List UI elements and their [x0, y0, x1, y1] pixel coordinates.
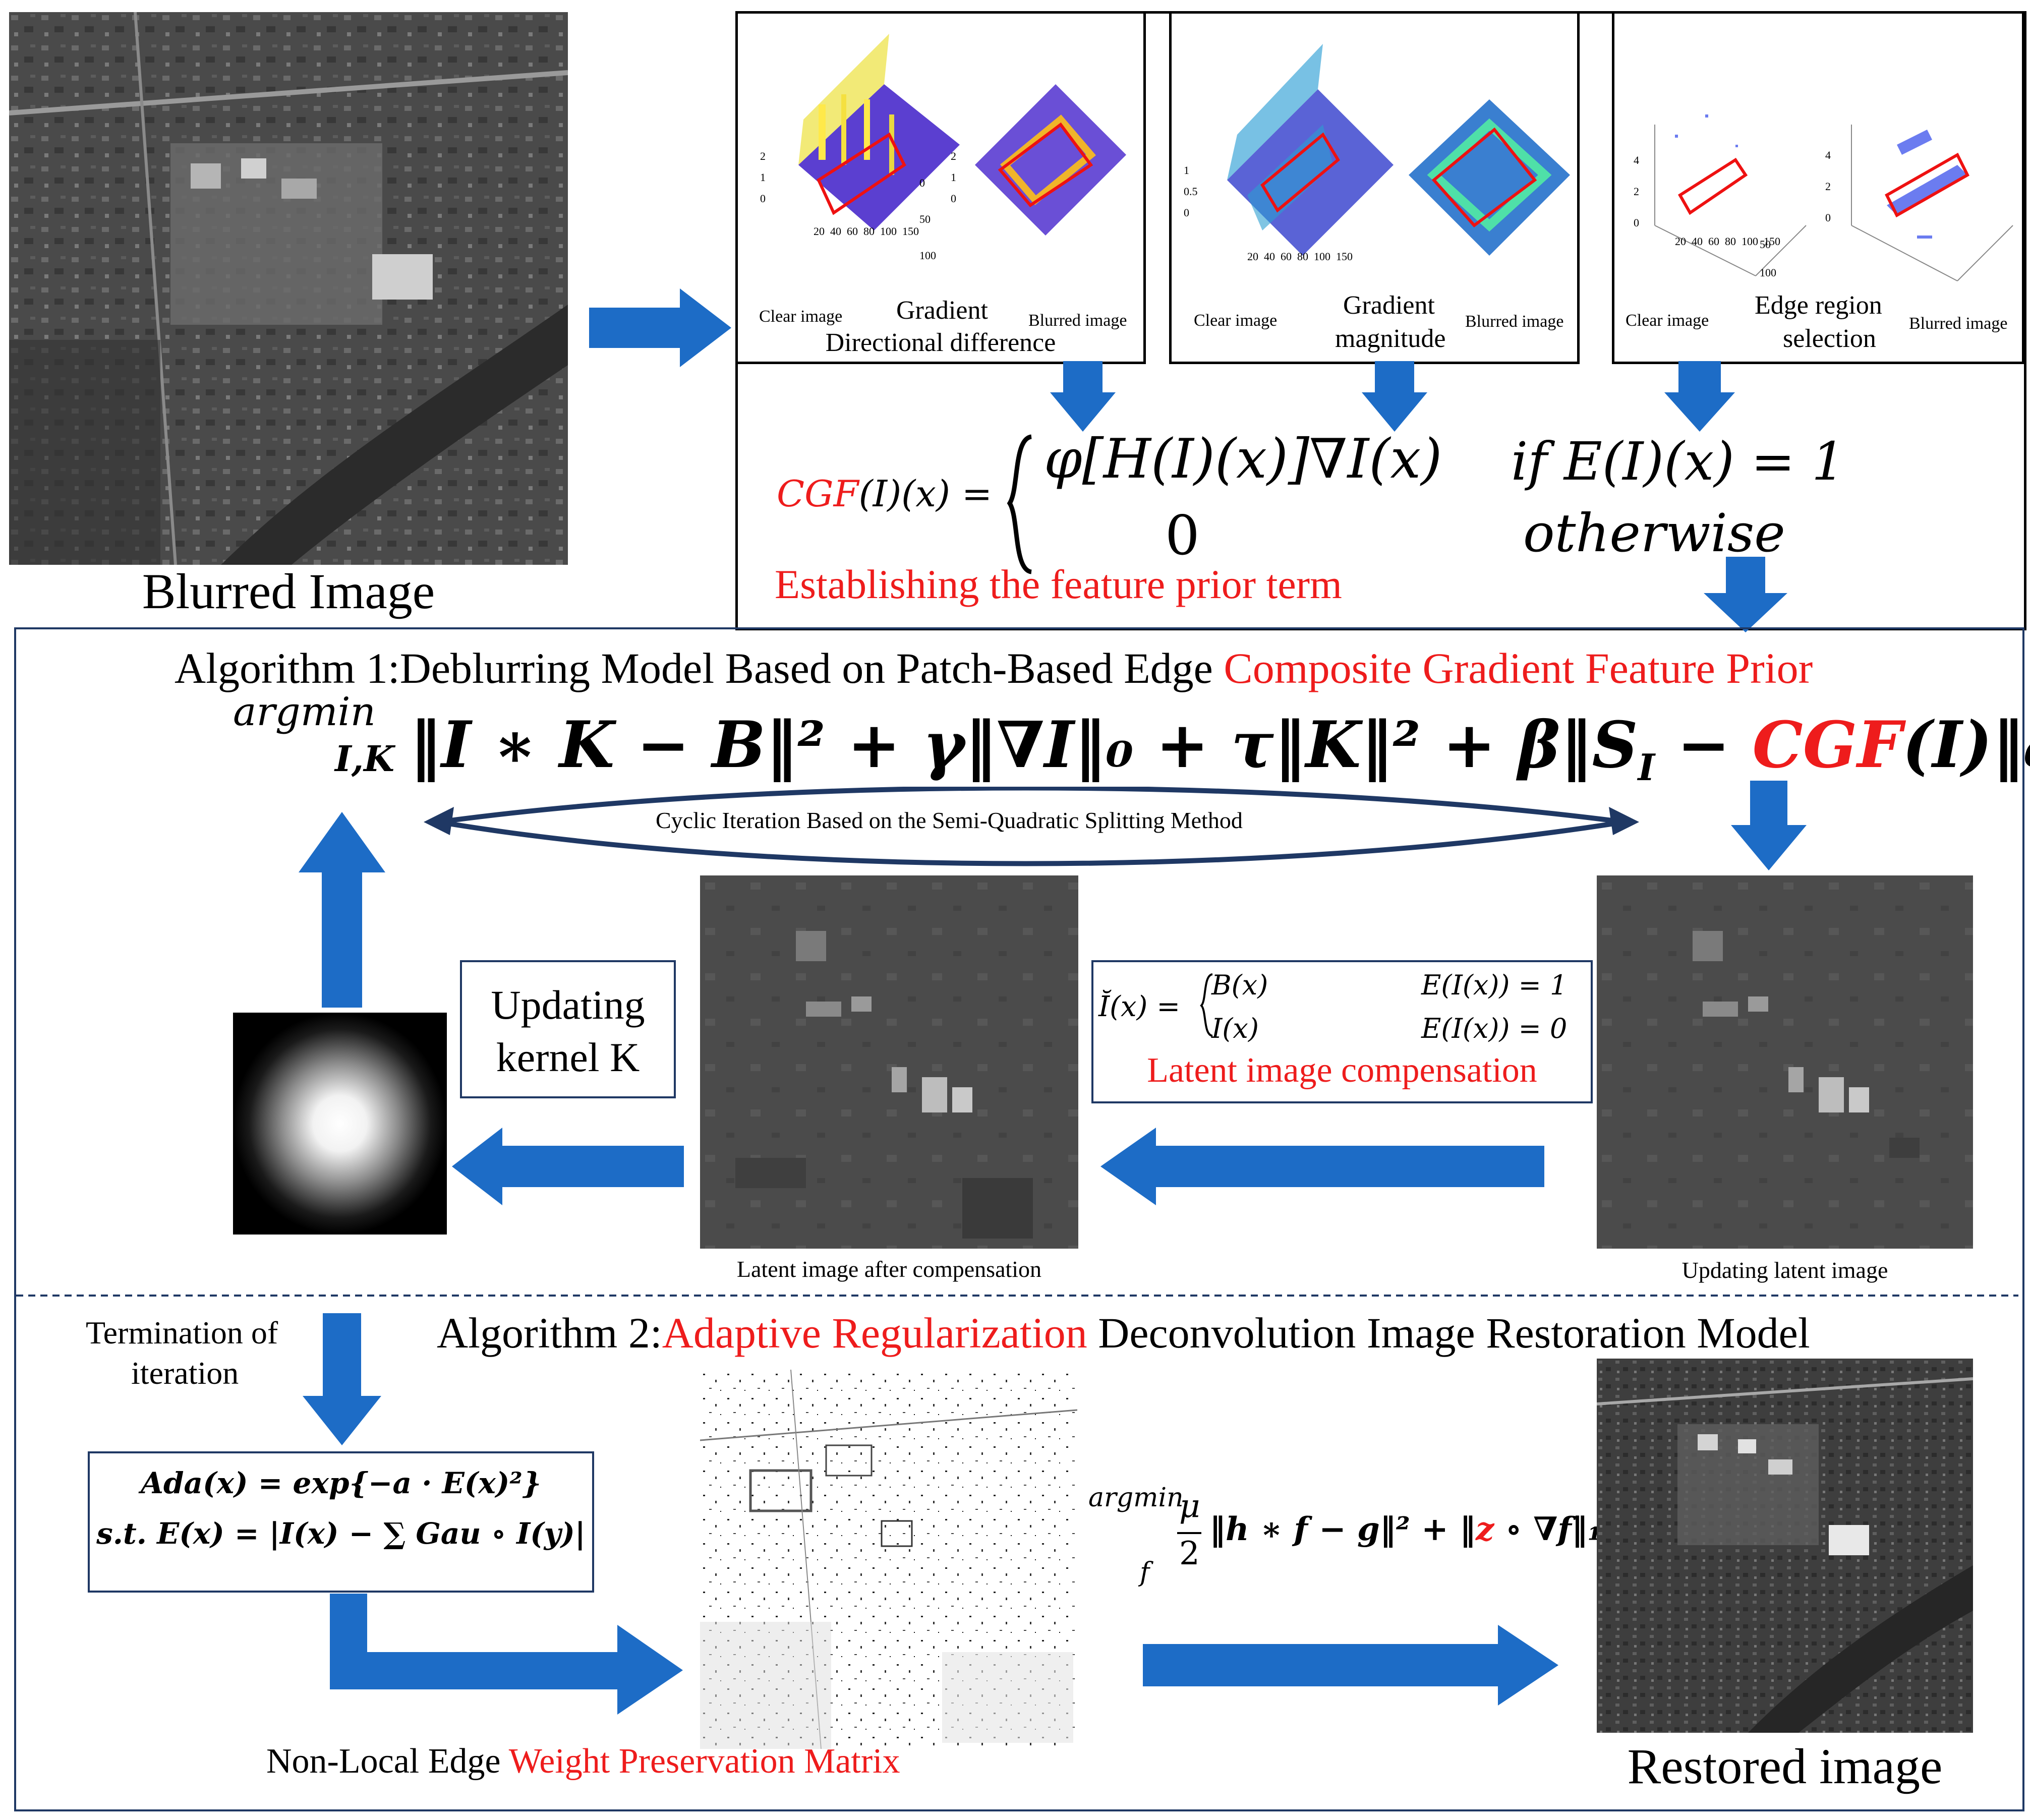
- panel2-blurred-label: Blurred image: [1465, 312, 1564, 331]
- panel3-clear-label: Clear image: [1626, 311, 1709, 330]
- compensation-row1-val: B(x): [1211, 969, 1268, 1001]
- ada-line2: s.t. E(x) = |I(x) − ∑ Gau ∘ I(y)|: [96, 1516, 586, 1551]
- cycle-label: Cyclic Iteration Based on the Semi-Quadr…: [656, 807, 1243, 833]
- down-arrow-icon: [1664, 361, 1735, 432]
- restore-argmin: argmin: [1088, 1483, 1184, 1513]
- left-arrow-icon: [1100, 1128, 1544, 1205]
- algorithm2-title: Algorithm 2:Adaptive Regularization Deco…: [437, 1309, 1810, 1357]
- algorithm1-objective: ‖I ∗ K − B‖² + γ‖∇I‖₀ + τ‖K‖² + β‖SI − C…: [410, 708, 2030, 789]
- panel1-title-line2: Directional difference: [825, 328, 1056, 357]
- restore-frac-num: μ: [1179, 1488, 1200, 1525]
- down-arrow-icon: [1731, 781, 1807, 870]
- compensation-row2-cond: E(I(x)) = 0: [1421, 1013, 1568, 1044]
- panel1-xaxis: 20 40 60 80 100 150: [814, 225, 919, 238]
- algorithm1-argmin-sub: I,K: [335, 738, 394, 780]
- cgf-case2: 0: [1165, 504, 1200, 567]
- updating-latent-image: [1597, 875, 1973, 1249]
- panel3-xaxis: 20 40 60 80 100 150: [1675, 235, 1780, 248]
- restored-image-caption: Restored image: [1627, 1738, 1943, 1794]
- compensation-row2-val: I(x): [1211, 1013, 1259, 1044]
- panel1-title-line1: Gradient: [896, 296, 988, 325]
- panel3-title-line2: selection: [1783, 324, 1876, 353]
- cgf-formula-lhs: CGF(I)(x) =: [777, 473, 993, 515]
- restore-frac-bar: [1177, 1532, 1201, 1534]
- panel1-clear-label: Clear image: [759, 307, 843, 326]
- panel2-xaxis: 20 40 60 80 100 150: [1247, 250, 1353, 263]
- right-arrow-icon: [589, 288, 731, 367]
- compensation-caption: Latent image compensation: [1147, 1051, 1537, 1090]
- latent-after-compensation-image: [700, 875, 1078, 1249]
- restored-image: [1597, 1359, 1973, 1733]
- compensation-lhs: Ĭ(x) =: [1098, 990, 1181, 1023]
- termination-line1: Termination of: [86, 1315, 278, 1351]
- update-kernel-line1: Updating: [491, 982, 645, 1028]
- down-arrow-icon: [1704, 557, 1787, 632]
- cyclic-iteration-arc: [424, 787, 1639, 866]
- cgf-case1: φ[H(I)(x)]∇I(x): [1044, 428, 1442, 491]
- algorithm1-argmin: argmin: [233, 689, 376, 735]
- update-kernel-box: Updating kernel K: [460, 960, 676, 1098]
- restore-objective: ‖h ∗ f − g‖² + ‖z ∘ ∇f‖₁: [1209, 1510, 1602, 1548]
- weight-preservation-matrix-image: [700, 1370, 1077, 1749]
- panel2-title-line1: Gradient: [1343, 291, 1435, 320]
- algorithm1-title: Algorithm 1:Deblurring Model Based on Pa…: [175, 644, 1813, 692]
- updating-latent-caption: Updating latent image: [1681, 1257, 1888, 1283]
- panel2-title-line2: magnitude: [1335, 324, 1446, 353]
- down-arrow-icon: [1362, 361, 1427, 432]
- latent-after-compensation-caption: Latent image after compensation: [736, 1256, 1042, 1282]
- blurred-image: [9, 12, 568, 565]
- cgf-cond2: otherwise: [1523, 502, 1785, 564]
- right-arrow-icon: [1143, 1625, 1558, 1706]
- ada-line1: Ada(x) = exp{−a · E(x)²}: [140, 1466, 542, 1500]
- corner-arrow-icon: [330, 1594, 683, 1715]
- weight-matrix-caption: Non-Local Edge Weight Preservation Matri…: [266, 1742, 900, 1781]
- panel3-title-line1: Edge region: [1755, 291, 1882, 320]
- blurred-image-caption: Blurred Image: [142, 563, 435, 619]
- up-arrow-icon: [299, 812, 385, 1008]
- update-kernel-line2: kernel K: [496, 1034, 640, 1080]
- panel1-blurred-label: Blurred image: [1028, 311, 1127, 330]
- cgf-cond1: if E(I)(x) = 1: [1511, 431, 1845, 492]
- panel2-clear-label: Clear image: [1194, 311, 1278, 330]
- section-divider: [16, 1295, 2018, 1297]
- panel3-blurred-label: Blurred image: [1909, 314, 2008, 333]
- compensation-row1-cond: E(I(x)) = 1: [1421, 969, 1568, 1001]
- left-brace-icon: [1200, 973, 1213, 1037]
- ada-formula-box: Ada(x) = exp{−a · E(x)²} s.t. E(x) = |I(…: [88, 1451, 594, 1593]
- restore-argmin-sub: f: [1140, 1557, 1150, 1588]
- left-brace-icon: [1007, 434, 1032, 574]
- left-arrow-icon: [452, 1128, 684, 1205]
- cgf-caption: Establishing the feature prior term: [775, 561, 1342, 607]
- blur-kernel-image: [233, 1013, 447, 1235]
- algorithms-box: [14, 627, 2024, 1811]
- restore-frac-den: 2: [1179, 1535, 1200, 1572]
- down-arrow-icon: [1050, 361, 1116, 432]
- termination-line2: iteration: [131, 1355, 239, 1391]
- down-arrow-icon: [303, 1313, 381, 1445]
- compensation-formula-box: Ĭ(x) = B(x) E(I(x)) = 1 I(x) E(I(x)) = 0…: [1091, 960, 1593, 1103]
